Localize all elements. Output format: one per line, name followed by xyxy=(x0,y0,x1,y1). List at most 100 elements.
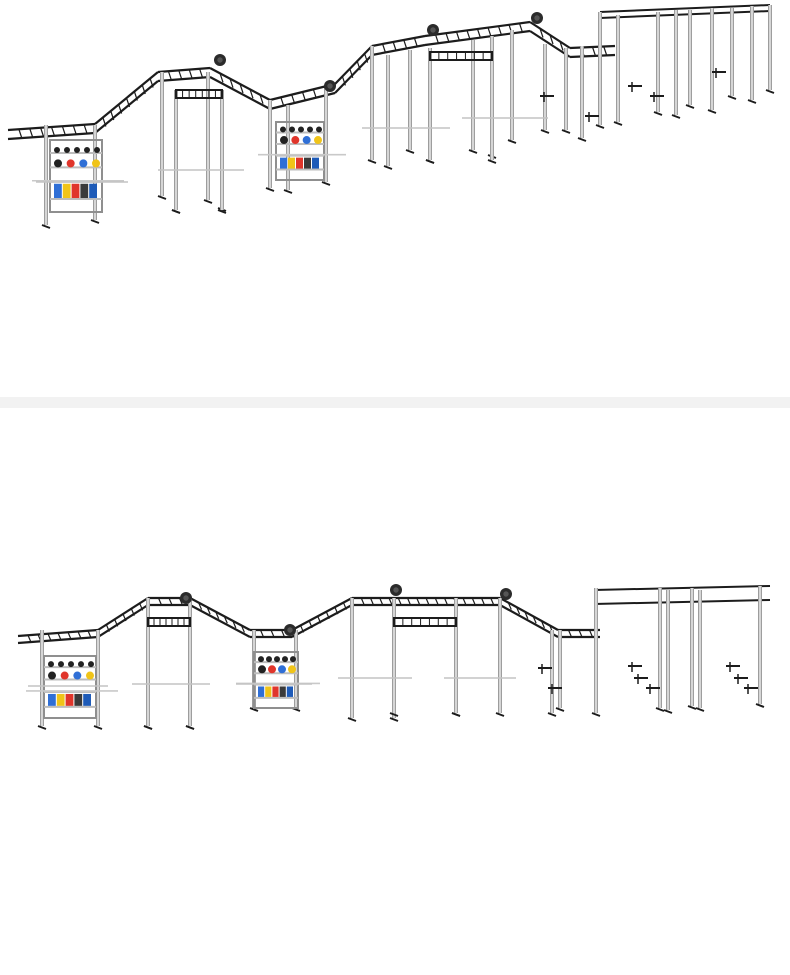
ladder-rung xyxy=(349,68,354,78)
post-foot xyxy=(655,707,665,712)
dumbbell-head xyxy=(84,146,90,153)
bumper-plate xyxy=(65,693,74,706)
ladder-rung xyxy=(325,611,330,619)
ladder-rail xyxy=(499,604,559,638)
ladder-rung xyxy=(455,31,461,41)
ladder-rung xyxy=(397,597,402,606)
kettlebell xyxy=(280,136,288,145)
ladder-rung xyxy=(413,37,418,48)
ladder-rail xyxy=(371,43,426,57)
ladder-rung xyxy=(114,619,119,627)
post-foot xyxy=(405,149,415,154)
kettlebell xyxy=(60,671,69,680)
post-foot xyxy=(555,707,565,712)
dumbbell-head xyxy=(307,126,313,133)
ladder-rung xyxy=(206,606,211,615)
ladder-rung xyxy=(157,597,163,606)
ladder-rung xyxy=(219,73,224,83)
bumper-plate xyxy=(56,693,65,706)
perspective-view-panel xyxy=(0,0,790,397)
post-foot xyxy=(468,149,478,154)
top-frame-bar xyxy=(593,585,771,591)
dumbbell-head xyxy=(298,126,304,133)
kettlebell xyxy=(92,159,100,168)
ladder-rung xyxy=(578,629,583,638)
ladder-rung xyxy=(369,597,375,606)
ladder-rung xyxy=(490,597,495,606)
logo-disc-center xyxy=(393,587,399,593)
ladder-rung xyxy=(603,46,608,56)
ladder-rung xyxy=(178,70,183,80)
post-foot xyxy=(547,712,557,717)
dumbbell-head xyxy=(94,146,100,153)
ladder-rung xyxy=(462,597,467,606)
kettlebell xyxy=(288,665,296,674)
ladder-rung xyxy=(382,43,387,54)
ladder-rung xyxy=(259,94,264,104)
ladder-rung xyxy=(434,34,440,44)
ladder-rung xyxy=(168,597,173,606)
ladder-rung xyxy=(133,91,138,101)
post-foot xyxy=(451,712,461,717)
post-foot xyxy=(37,725,47,730)
kettlebell xyxy=(291,136,300,145)
ladder-rung xyxy=(40,127,45,137)
ladder-rail xyxy=(334,45,373,85)
ladder-rung xyxy=(392,41,397,52)
logo-disc-center xyxy=(327,83,333,89)
ladder-rung xyxy=(149,78,154,88)
ladder-rung xyxy=(567,629,573,638)
ladder-rung xyxy=(301,91,307,102)
post-foot xyxy=(283,189,293,194)
post-foot xyxy=(577,137,587,142)
pullup-crossbar xyxy=(393,617,457,627)
ladder-rung xyxy=(232,620,237,629)
ladder-rung xyxy=(118,104,123,114)
ladder-rung xyxy=(18,129,23,139)
ladder-rung xyxy=(239,83,244,94)
post-foot xyxy=(143,725,153,730)
ladder-rung xyxy=(591,46,597,57)
ladder-rail xyxy=(209,76,271,110)
ladder-rail xyxy=(97,604,149,638)
kettlebell xyxy=(54,159,62,168)
dumbbell-head xyxy=(54,146,60,153)
ladder-rung xyxy=(188,69,193,79)
kettlebell xyxy=(48,671,56,680)
post-foot xyxy=(653,111,663,116)
ladder-rung xyxy=(215,611,220,619)
dumbbell-head xyxy=(74,146,80,153)
ladder-rail xyxy=(157,66,211,74)
ladder-rung xyxy=(356,61,361,71)
dumbbell-head xyxy=(280,126,286,133)
top-frame-bar xyxy=(599,4,771,13)
storage-frame xyxy=(49,139,103,213)
ladder-rung xyxy=(141,84,146,95)
storage-frame xyxy=(253,651,299,709)
bumper-plate xyxy=(89,183,97,199)
ladder-rung xyxy=(559,41,564,51)
ladder-rail xyxy=(291,604,353,638)
ladder-rail xyxy=(371,34,426,48)
ladder-rung xyxy=(524,611,529,619)
pullup-crossbar xyxy=(147,617,191,627)
dumbbell-head xyxy=(88,661,94,668)
ladder-rung xyxy=(497,26,503,36)
ladder-rung xyxy=(259,629,265,638)
ladder-rung xyxy=(280,97,285,107)
ladder-rail xyxy=(499,597,559,631)
post-foot xyxy=(157,195,167,200)
post-foot xyxy=(389,712,399,717)
post-foot xyxy=(90,219,100,224)
post-foot xyxy=(93,725,103,730)
post-foot xyxy=(591,712,601,717)
post-foot xyxy=(561,129,571,134)
dumbbell-head xyxy=(266,656,272,663)
ladder-rung xyxy=(291,94,296,104)
bumper-plate xyxy=(288,157,295,169)
ladder-rail xyxy=(157,75,211,83)
post-foot xyxy=(540,129,550,134)
ladder-rung xyxy=(406,597,412,606)
ladder-rung xyxy=(416,597,421,606)
post-foot xyxy=(695,707,705,712)
